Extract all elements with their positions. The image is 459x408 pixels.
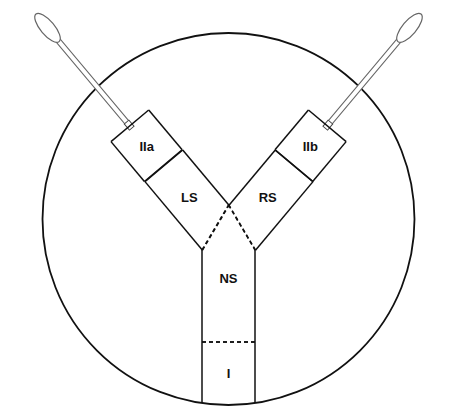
- dish-outline: [43, 33, 415, 405]
- wall-line: [275, 150, 313, 182]
- maze-region: LS: [143, 148, 231, 252]
- wall-line: [111, 110, 149, 142]
- dashed-boundary: [229, 205, 256, 250]
- wall-line: [145, 150, 183, 182]
- dashed-boundary: [202, 341, 255, 343]
- wall-line: [201, 342, 203, 403]
- region-label: NS: [219, 271, 237, 284]
- cotton-swab: [320, 10, 426, 133]
- wall-line: [145, 181, 202, 250]
- wall-line: [254, 250, 256, 342]
- region-label: IIb: [303, 139, 318, 152]
- wall-line: [275, 150, 313, 182]
- maze-region: IIb: [273, 108, 348, 183]
- wall-line: [201, 250, 203, 342]
- cotton-swab: [31, 10, 137, 133]
- wall-line: [308, 110, 346, 142]
- dashed-boundary: [202, 205, 229, 250]
- region-label: LS: [181, 190, 198, 203]
- maze-region: I: [200, 340, 257, 405]
- region-label: RS: [259, 190, 277, 203]
- maze-region: IIa: [109, 108, 184, 183]
- region-label: I: [227, 366, 231, 379]
- dashed-boundary: [202, 205, 228, 250]
- maze-region: NS: [200, 203, 257, 344]
- region-label: IIa: [139, 139, 153, 152]
- dashed-boundary: [202, 341, 255, 343]
- dashed-boundary: [229, 205, 256, 250]
- maze-region: RS: [227, 148, 315, 252]
- wall-line: [254, 342, 256, 403]
- wall-line: [145, 150, 183, 182]
- wall-line: [255, 181, 312, 250]
